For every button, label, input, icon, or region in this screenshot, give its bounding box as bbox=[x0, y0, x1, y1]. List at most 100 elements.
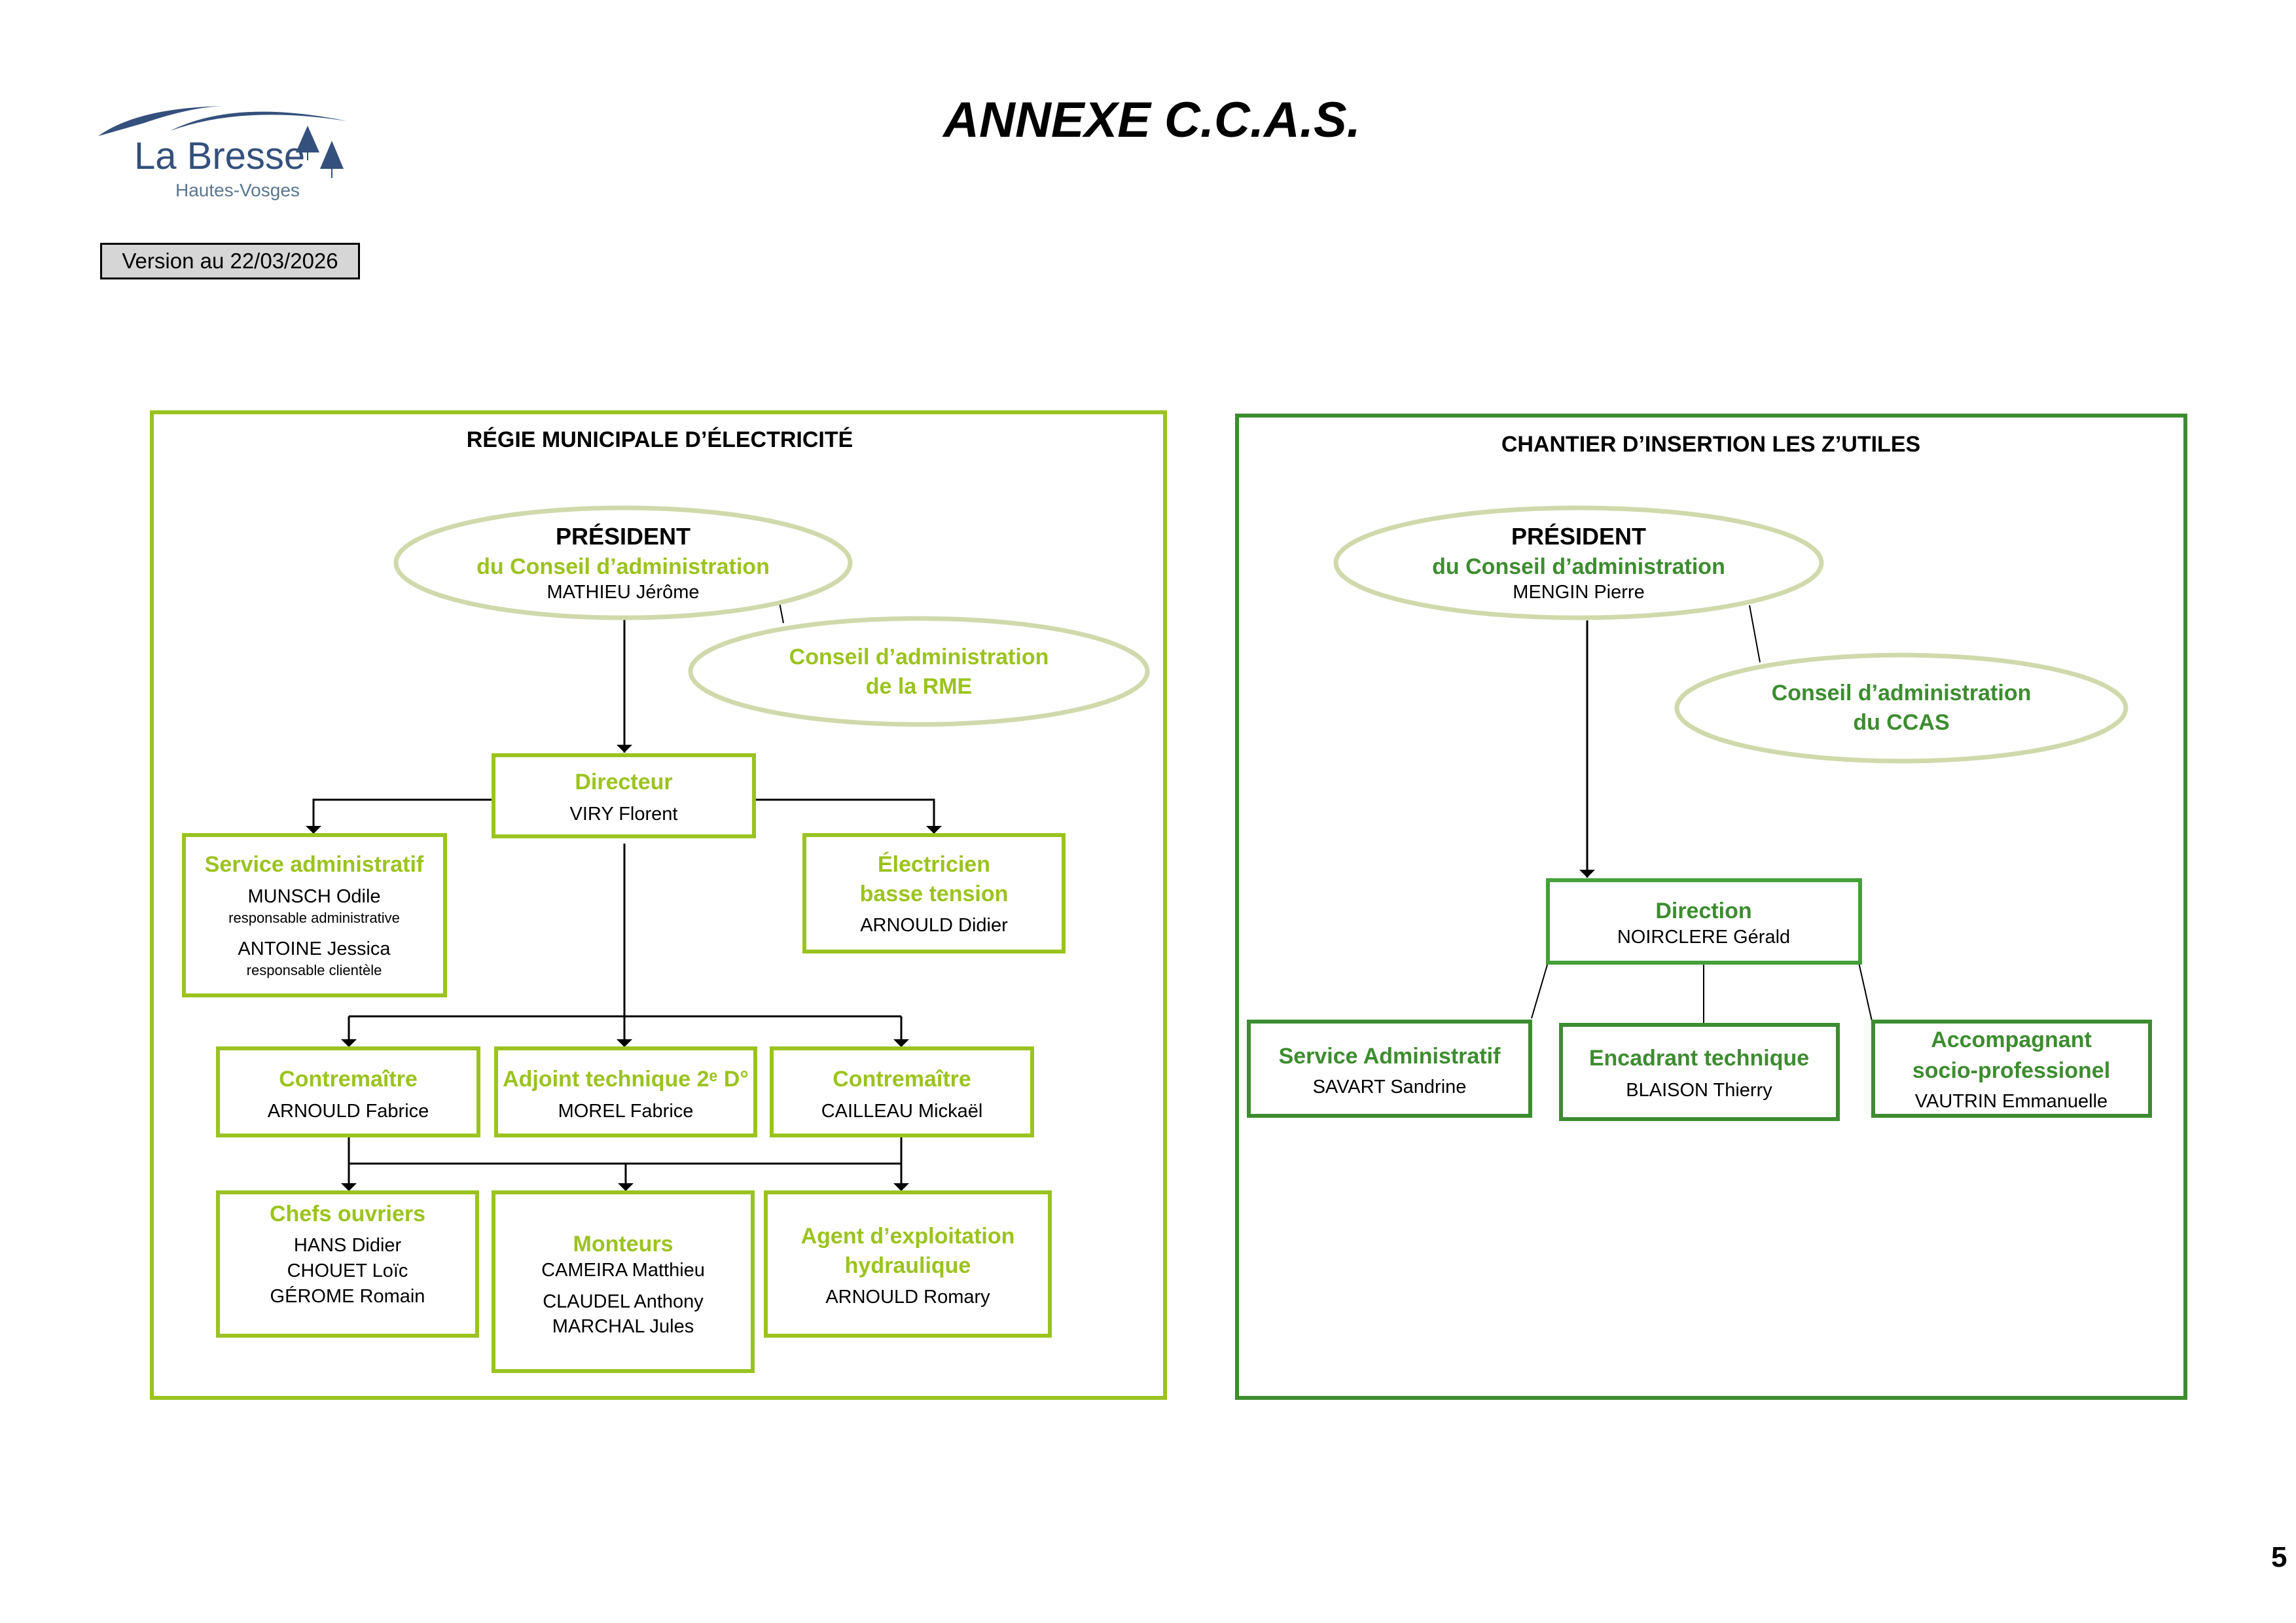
rme-electricien-node: Électricien basse tension ARNOULD Didier bbox=[802, 833, 1066, 954]
rme-adjoint-node: Adjoint technique 2ᵉ D° MOREL Fabrice bbox=[494, 1046, 757, 1137]
zutiles-accompagnant-title-line2: socio-professionel bbox=[1912, 1058, 2110, 1083]
rme-monteurs-title: Monteurs bbox=[573, 1232, 673, 1257]
rme-directeur-title: Directeur bbox=[575, 770, 672, 794]
rme-chefs-ouvriers-box bbox=[216, 1190, 479, 1338]
rme-service-admin-box bbox=[182, 833, 447, 997]
zutiles-service-admin-node: Service Administratif SAVART Sandrine bbox=[1247, 1020, 1532, 1118]
tree-icon bbox=[320, 141, 344, 169]
rme-president-name: MATHIEU Jérôme bbox=[547, 582, 699, 603]
rme-contremaitre-1-name: ARNOULD Fabrice bbox=[268, 1101, 429, 1122]
rme-president-node: PRÉSIDENT du Conseil d’administration MA… bbox=[393, 505, 853, 620]
rme-adjoint-title: Adjoint technique 2ᵉ D° bbox=[503, 1067, 749, 1092]
zutiles-encadrant-box bbox=[1559, 1023, 1840, 1121]
zutiles-encadrant-title: Encadrant technique bbox=[1589, 1046, 1809, 1071]
rme-contremaitre-1-title: Contremaître bbox=[279, 1067, 418, 1092]
rme-monteurs-node: Monteurs CAMEIRA Matthieu CLAUDEL Anthon… bbox=[492, 1190, 755, 1373]
rme-service-admin-node: Service administratif MUNSCH Odile respo… bbox=[182, 833, 447, 997]
page-number: 5 bbox=[2271, 1541, 2287, 1573]
direction-to-accompagnant-link bbox=[1858, 962, 1873, 1022]
rme-chef-name: GÉROME Romain bbox=[270, 1285, 425, 1307]
zutiles-accompagnant-title-line1: Accompagnant bbox=[1931, 1027, 2092, 1052]
tree-trunk bbox=[307, 152, 308, 160]
rme-president-role: PRÉSIDENT bbox=[556, 523, 691, 550]
rme-monteurs-box bbox=[492, 1190, 755, 1373]
zutiles-encadrant-node: Encadrant technique BLAISON Thierry bbox=[1559, 1023, 1840, 1121]
tree-trunk bbox=[331, 169, 332, 178]
zutiles-service-admin-box bbox=[1247, 1020, 1532, 1118]
zutiles-council-line1: Conseil d’administration bbox=[1772, 681, 2032, 705]
rme-electricien-title-line2: basse tension bbox=[860, 882, 1009, 906]
rme-admin-person-name: MUNSCH Odile bbox=[247, 886, 380, 907]
rme-council-ellipse bbox=[688, 616, 1150, 727]
rme-monteur-name: MARCHAL Jules bbox=[552, 1316, 694, 1337]
rme-president-subtitle: du Conseil d’administration bbox=[476, 554, 770, 579]
rme-council-line2: de la RME bbox=[866, 674, 972, 699]
rme-adjoint-box bbox=[494, 1046, 757, 1137]
directeur-to-admin-arrow bbox=[306, 798, 493, 834]
rme-chef-name: CHOUET Loïc bbox=[287, 1260, 408, 1281]
rme-contremaitre-1-box bbox=[216, 1046, 480, 1137]
la-bresse-logo: La Bresse Hautes-Vosges bbox=[92, 92, 367, 209]
president-council-link bbox=[1749, 605, 1761, 663]
rme-agent-node: Agent d’exploitation hydraulique ARNOULD… bbox=[764, 1190, 1052, 1338]
rme-adjoint-name: MOREL Fabrice bbox=[558, 1101, 694, 1122]
zutiles-council-ellipse bbox=[1674, 652, 2128, 764]
rme-admin-person-role: responsable administrative bbox=[228, 910, 400, 926]
version-badge: Version au 22/03/2026 bbox=[100, 243, 360, 279]
rme-directeur-box bbox=[492, 753, 756, 838]
rme-panel: RÉGIE MUNICIPALE D’ÉLECTRICITÉ PRÉSIDENT… bbox=[150, 410, 1167, 1400]
rme-admin-person-role: responsable clientèle bbox=[247, 962, 382, 978]
directeur-to-electricien-arrow bbox=[754, 798, 942, 834]
rme-council-node: Conseil d’administration de la RME bbox=[688, 616, 1150, 727]
zutiles-panel: CHANTIER D’INSERTION LES Z’UTILES PRÉSID… bbox=[1235, 414, 2187, 1400]
direction-to-admin-link bbox=[1531, 962, 1549, 1019]
zutiles-accompagnant-box bbox=[1871, 1020, 2152, 1118]
zutiles-service-admin-title: Service Administratif bbox=[1279, 1044, 1501, 1069]
rme-panel-title: RÉGIE MUNICIPALE D’ÉLECTRICITÉ bbox=[467, 427, 853, 452]
logo-graphic: La Bresse Hautes-Vosges bbox=[98, 106, 347, 200]
rme-agent-box bbox=[764, 1190, 1052, 1338]
rme-agent-title-line2: hydraulique bbox=[845, 1253, 971, 1278]
rme-panel-border bbox=[150, 410, 1167, 1400]
zutiles-direction-node: Direction NOIRCLERE Gérald bbox=[1546, 878, 1862, 965]
rme-chef-name: HANS Didier bbox=[294, 1235, 402, 1256]
rme-chefs-ouvriers-title: Chefs ouvriers bbox=[270, 1202, 425, 1226]
zutiles-council-node: Conseil d’administration du CCAS bbox=[1674, 652, 2128, 764]
zutiles-president-node: PRÉSIDENT du Conseil d’administration ME… bbox=[1333, 505, 1824, 620]
rme-chefs-ouvriers-node: Chefs ouvriers HANS Didier CHOUET Loïc G… bbox=[216, 1190, 479, 1338]
zutiles-president-role: PRÉSIDENT bbox=[1511, 523, 1646, 550]
version-text: Version au 22/03/2026 bbox=[122, 249, 338, 273]
rme-contremaitre-2-box bbox=[770, 1046, 1034, 1137]
zutiles-panel-border bbox=[1235, 414, 2187, 1400]
zutiles-council-line2: du CCAS bbox=[1853, 710, 1949, 735]
zutiles-president-name: MENGIN Pierre bbox=[1513, 582, 1644, 603]
rme-electricien-box bbox=[802, 833, 1066, 954]
zutiles-service-admin-name: SAVART Sandrine bbox=[1313, 1077, 1467, 1097]
zutiles-direction-name: NOIRCLERE Gérald bbox=[1617, 927, 1790, 948]
zutiles-accompagnant-name: VAUTRIN Emmanuelle bbox=[1915, 1091, 2108, 1112]
logo-arc-right bbox=[170, 111, 347, 131]
rme-president-ellipse bbox=[393, 505, 853, 620]
zutiles-encadrant-name: BLAISON Thierry bbox=[1626, 1080, 1772, 1101]
rme-agent-name: ARNOULD Romary bbox=[825, 1287, 990, 1308]
rme-monteur-name: CLAUDEL Anthony bbox=[543, 1291, 704, 1312]
rme-agent-title-line1: Agent d’exploitation bbox=[801, 1224, 1015, 1249]
rme-electricien-title-line1: Électricien bbox=[878, 852, 990, 877]
zutiles-president-ellipse bbox=[1333, 505, 1824, 620]
tree-icon bbox=[296, 126, 319, 152]
logo-subtitle: Hautes-Vosges bbox=[175, 180, 300, 200]
rme-contremaitre-2-title: Contremaître bbox=[833, 1067, 971, 1092]
rme-contremaitre-1-node: Contremaître ARNOULD Fabrice bbox=[216, 1046, 480, 1137]
rme-contremaitre-2-name: CAILLEAU Mickaël bbox=[821, 1101, 983, 1122]
zutiles-panel-title: CHANTIER D’INSERTION LES Z’UTILES bbox=[1501, 432, 1920, 457]
zutiles-direction-box bbox=[1546, 878, 1862, 965]
rme-electricien-name: ARNOULD Didier bbox=[860, 915, 1008, 936]
rme-council-line1: Conseil d’administration bbox=[789, 645, 1049, 669]
zutiles-president-subtitle: du Conseil d’administration bbox=[1432, 554, 1725, 579]
page-title: ANNEXE C.C.A.S. bbox=[943, 92, 1361, 148]
zutiles-accompagnant-node: Accompagnant socio-professionel VAUTRIN … bbox=[1871, 1020, 2152, 1118]
rme-directeur-node: Directeur VIRY Florent bbox=[492, 753, 756, 838]
rme-directeur-name: VIRY Florent bbox=[570, 804, 678, 825]
rme-contremaitre-2-node: Contremaître CAILLEAU Mickaël bbox=[770, 1046, 1034, 1137]
